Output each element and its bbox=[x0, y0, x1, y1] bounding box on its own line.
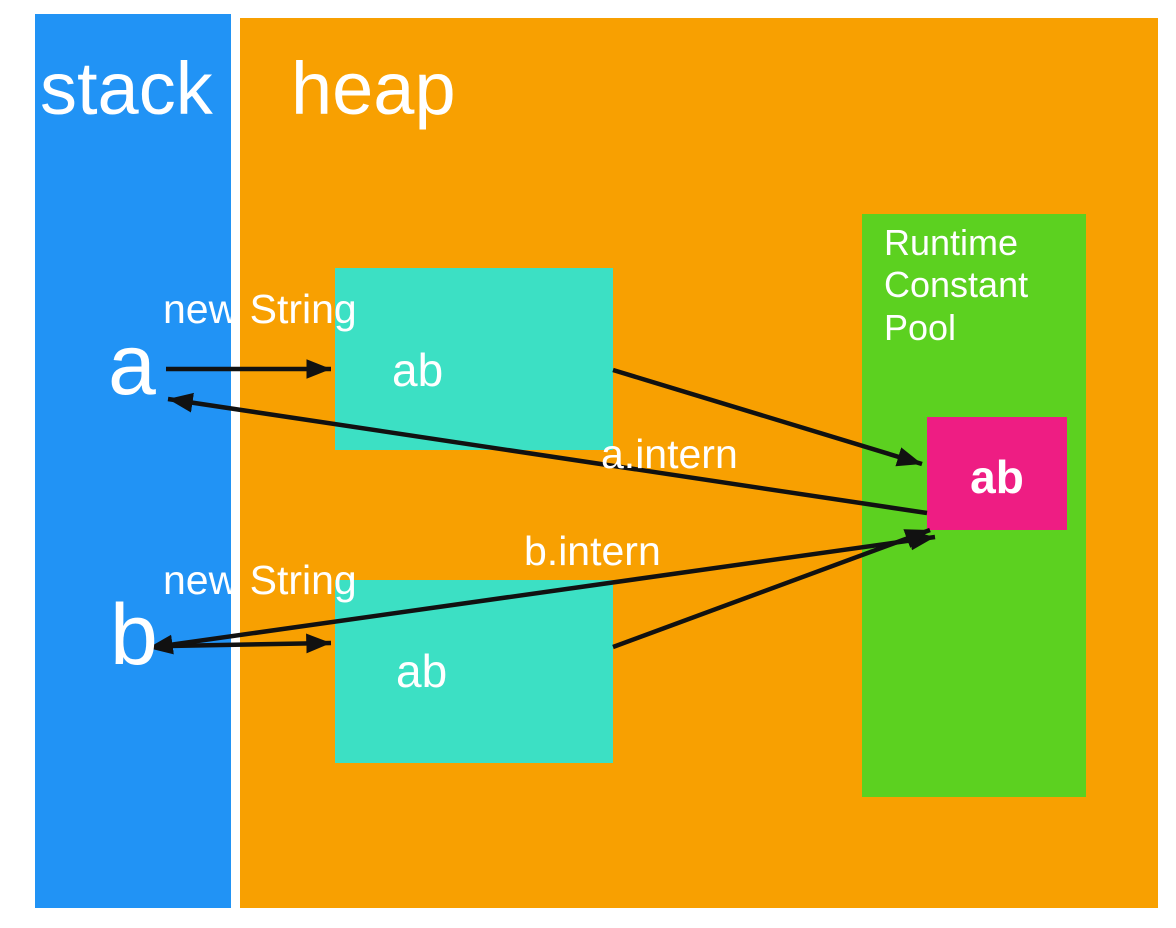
stack-region bbox=[35, 14, 231, 908]
pool-string-entry-label: ab bbox=[970, 450, 1024, 503]
heap-string-object-b-label: ab bbox=[396, 645, 448, 697]
heap-string-object-a-label: ab bbox=[392, 344, 444, 396]
b-intern-caption: b.intern bbox=[524, 528, 661, 574]
heap-string-object-b bbox=[335, 580, 613, 763]
heap-string-object-a bbox=[335, 268, 613, 450]
stack-var-b: b bbox=[110, 587, 158, 683]
new-string-caption-b: new String bbox=[163, 557, 357, 603]
new-string-caption-a: new String bbox=[163, 286, 357, 332]
stack-title: stack bbox=[40, 47, 213, 130]
stack-var-a: a bbox=[108, 317, 156, 413]
pool-string-entry: ab bbox=[927, 417, 1067, 530]
runtime-constant-pool-title: Runtime Constant Pool bbox=[884, 222, 1029, 348]
a-intern-caption: a.intern bbox=[601, 431, 738, 477]
heap-title: heap bbox=[291, 47, 456, 130]
